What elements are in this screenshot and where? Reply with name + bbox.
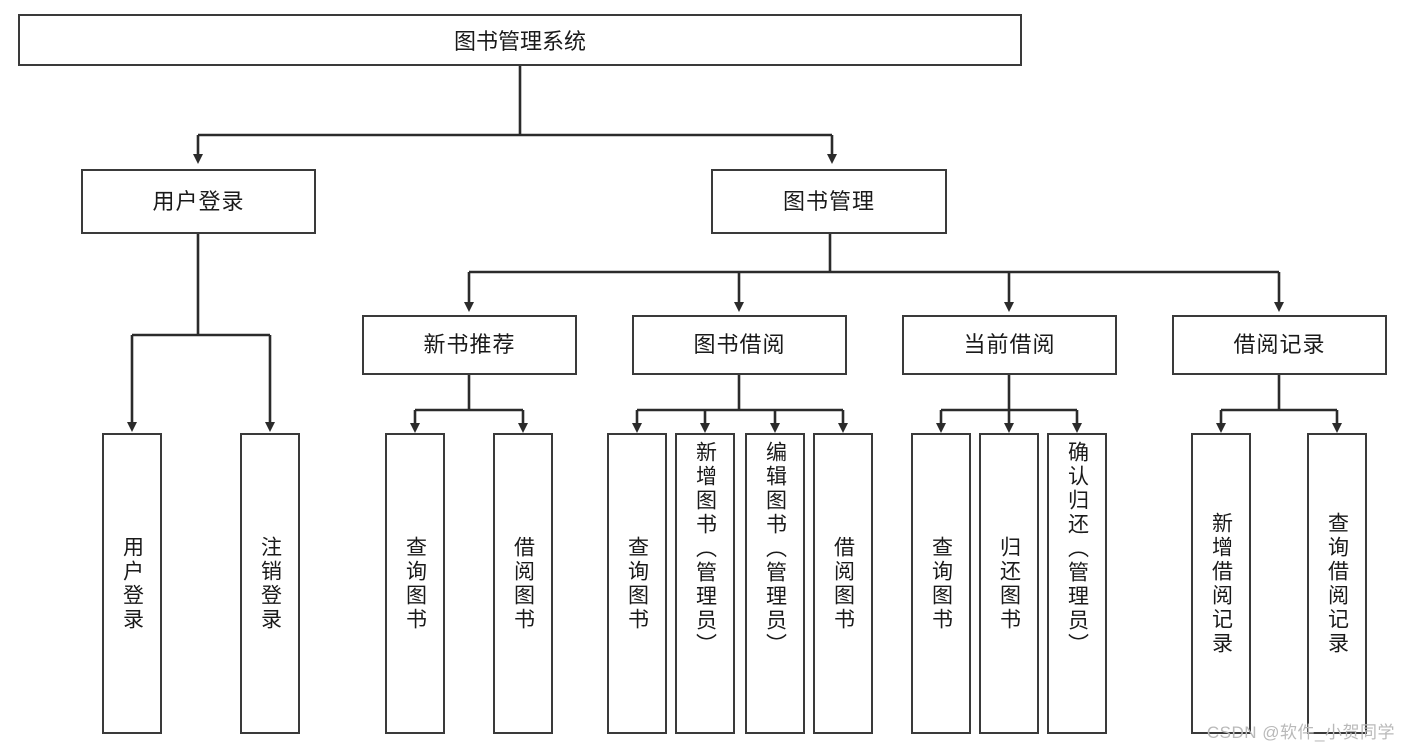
leaf-borrow-borrow-book-label: 借阅图书 [831, 535, 855, 632]
node-book-borrow[interactable]: 图书借阅 [632, 315, 847, 375]
node-current-borrow-label: 当前借阅 [963, 332, 1056, 358]
node-book-borrow-label: 图书借阅 [693, 332, 786, 358]
node-borrow-record[interactable]: 借阅记录 [1172, 315, 1387, 375]
node-book-manage[interactable]: 图书管理 [711, 169, 947, 234]
leaf-record-add-label: 新增借阅记录 [1209, 511, 1233, 656]
leaf-current-query-book-label: 查询图书 [929, 535, 953, 632]
leaf-current-confirm-return[interactable]: 确认归还（管理员） [1047, 433, 1107, 734]
leaf-record-query[interactable]: 查询借阅记录 [1307, 433, 1367, 734]
leaf-current-confirm-return-label: 确认归还（管理员） [1065, 441, 1089, 657]
node-book-manage-label: 图书管理 [782, 188, 875, 214]
leaf-recommend-borrow-book[interactable]: 借阅图书 [493, 433, 553, 734]
leaf-recommend-query-book[interactable]: 查询图书 [385, 433, 445, 734]
leaf-borrow-query-book-label: 查询图书 [625, 535, 649, 632]
node-user-login-label: 用户登录 [152, 188, 245, 214]
node-root-label: 图书管理系统 [453, 29, 586, 54]
leaf-logout-label: 注销登录 [258, 535, 282, 632]
leaf-borrow-add-book-label: 新增图书（管理员） [693, 441, 717, 657]
leaf-borrow-edit-book[interactable]: 编辑图书（管理员） [745, 433, 805, 734]
node-user-login[interactable]: 用户登录 [81, 169, 316, 234]
node-borrow-record-label: 借阅记录 [1233, 332, 1326, 358]
node-new-book-recommend-label: 新书推荐 [423, 332, 516, 358]
leaf-record-query-label: 查询借阅记录 [1325, 511, 1349, 656]
csdn-watermark: CSDN @软件_小贺同学 [1206, 723, 1395, 742]
leaf-logout[interactable]: 注销登录 [240, 433, 300, 734]
leaf-recommend-borrow-book-label: 借阅图书 [511, 535, 535, 632]
leaf-current-return-book[interactable]: 归还图书 [979, 433, 1039, 734]
leaf-user-login[interactable]: 用户登录 [102, 433, 162, 734]
node-root[interactable]: 图书管理系统 [18, 14, 1022, 66]
leaf-borrow-borrow-book[interactable]: 借阅图书 [813, 433, 873, 734]
leaf-record-add[interactable]: 新增借阅记录 [1191, 433, 1251, 734]
leaf-current-return-book-label: 归还图书 [997, 535, 1021, 632]
leaf-recommend-query-book-label: 查询图书 [403, 535, 427, 632]
leaf-borrow-add-book[interactable]: 新增图书（管理员） [675, 433, 735, 734]
leaf-current-query-book[interactable]: 查询图书 [911, 433, 971, 734]
leaf-borrow-edit-book-label: 编辑图书（管理员） [763, 441, 787, 657]
leaf-borrow-query-book[interactable]: 查询图书 [607, 433, 667, 734]
leaf-user-login-label: 用户登录 [120, 535, 144, 632]
node-new-book-recommend[interactable]: 新书推荐 [362, 315, 577, 375]
node-current-borrow[interactable]: 当前借阅 [902, 315, 1117, 375]
